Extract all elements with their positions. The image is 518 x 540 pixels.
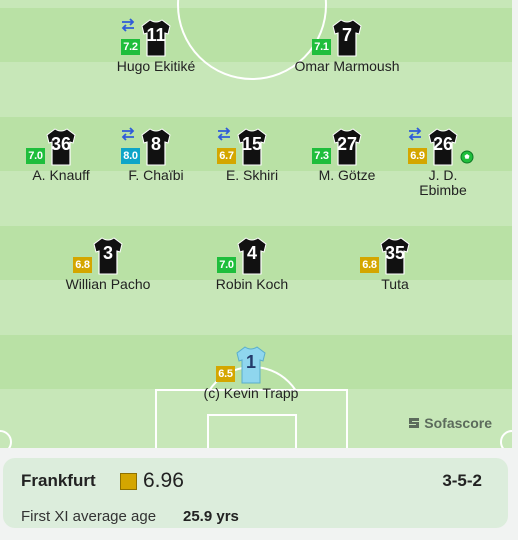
goal-area (207, 414, 297, 448)
watermark-label: Sofascore (424, 415, 492, 431)
average-rating-swatch (120, 473, 137, 490)
player-name: Omar Marmoush (294, 58, 400, 74)
shirt-number: 1 (245, 352, 256, 372)
shirt-number: 26 (432, 134, 454, 154)
player-rating: 6.8 (73, 257, 92, 273)
jersey-icon (236, 346, 266, 384)
shirt-number: 7 (341, 25, 352, 45)
jersey-icon (332, 19, 362, 57)
sofascore-logo-icon (409, 418, 420, 428)
player-rating: 8.0 (121, 148, 140, 164)
jersey-icon (93, 237, 123, 275)
player-name: (c) Kevin Trapp (203, 385, 299, 401)
player-name: A. Knauff (32, 167, 90, 183)
average-age-label: First XI average age (21, 508, 157, 525)
penalty-box (155, 389, 348, 448)
team-average-rating: 6.96 (143, 469, 184, 492)
player-rating: 6.7 (217, 148, 236, 164)
player-name: Willian Pacho (65, 276, 151, 292)
shirt-number: 15 (241, 134, 263, 154)
player-rating: 7.1 (312, 39, 331, 55)
goal-ball-icon (460, 150, 474, 164)
shirt-number: 4 (246, 243, 257, 263)
player-rating: 6.5 (216, 366, 235, 382)
player-name: Robin Koch (215, 276, 289, 292)
jersey-icon (141, 19, 171, 57)
substitution-icon (121, 127, 135, 141)
jersey-icon (237, 237, 267, 275)
player-rating: 7.2 (121, 39, 140, 55)
shirt-number: 3 (102, 243, 113, 263)
corner-arc-right (500, 430, 512, 448)
corner-arc-left (0, 430, 12, 448)
player-rating: 6.8 (360, 257, 379, 273)
jersey-icon (237, 128, 267, 166)
player-name: J. D. Ebimbe (419, 167, 467, 198)
player-name: F. Chaïbi (128, 167, 184, 183)
player-name: M. Götze (318, 167, 376, 183)
player-rating: 7.0 (217, 257, 236, 273)
jersey-icon (332, 128, 362, 166)
jersey-icon (141, 128, 171, 166)
jersey-icon (46, 128, 76, 166)
substitution-icon (408, 127, 422, 141)
substitution-icon (121, 18, 135, 32)
team-summary-card: Frankfurt 6.96 3-5-2 First XI average ag… (3, 458, 508, 528)
shirt-number: 11 (146, 25, 166, 45)
player-rating: 7.0 (26, 148, 45, 164)
player-name: E. Skhiri (225, 167, 279, 183)
player-rating: 6.9 (408, 148, 427, 164)
shirt-number: 27 (336, 134, 358, 154)
substitution-icon (217, 127, 231, 141)
shirt-number: 36 (50, 134, 72, 154)
sofascore-watermark: Sofascore (407, 415, 492, 431)
team-name[interactable]: Frankfurt (21, 471, 96, 490)
jersey-icon (380, 237, 410, 275)
player-rating: 7.3 (312, 148, 331, 164)
formation-label: 3-5-2 (442, 471, 482, 490)
player-name: Hugo Ekitiké (116, 58, 196, 74)
shirt-number: 35 (384, 243, 406, 263)
jersey-icon (428, 128, 458, 166)
shirt-number: 8 (150, 134, 161, 154)
average-age-value: 25.9 yrs (183, 508, 239, 525)
player-name: Tuta (381, 276, 409, 292)
